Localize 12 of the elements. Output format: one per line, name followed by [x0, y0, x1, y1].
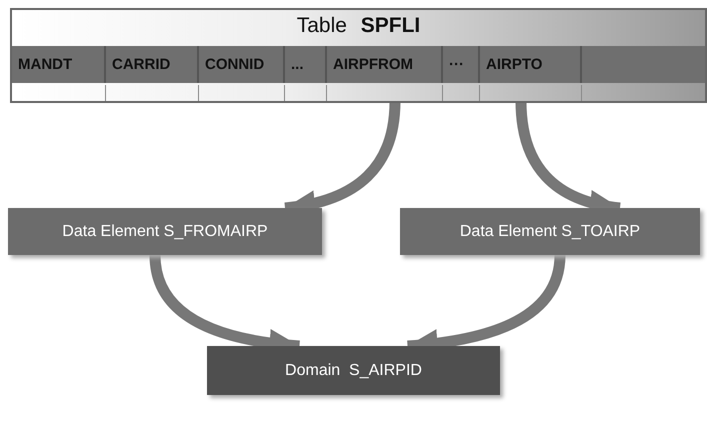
table-title: Table SPFLI	[296, 14, 420, 38]
column-header: ...	[285, 46, 327, 83]
process-box: Domain S_AIRPID	[207, 346, 500, 395]
column-header: ···	[443, 46, 480, 83]
column-header: AIRPTO	[480, 46, 582, 83]
column-header: CARRID	[106, 46, 199, 83]
process-box: Data Element S_FROMAIRP	[8, 208, 322, 255]
process-box: Data Element S_TOAIRP	[400, 208, 700, 255]
column-header: MANDT	[12, 46, 106, 83]
column-header: AIRPFROM	[327, 46, 443, 83]
column-header: CONNID	[199, 46, 285, 83]
table	[10, 8, 707, 103]
